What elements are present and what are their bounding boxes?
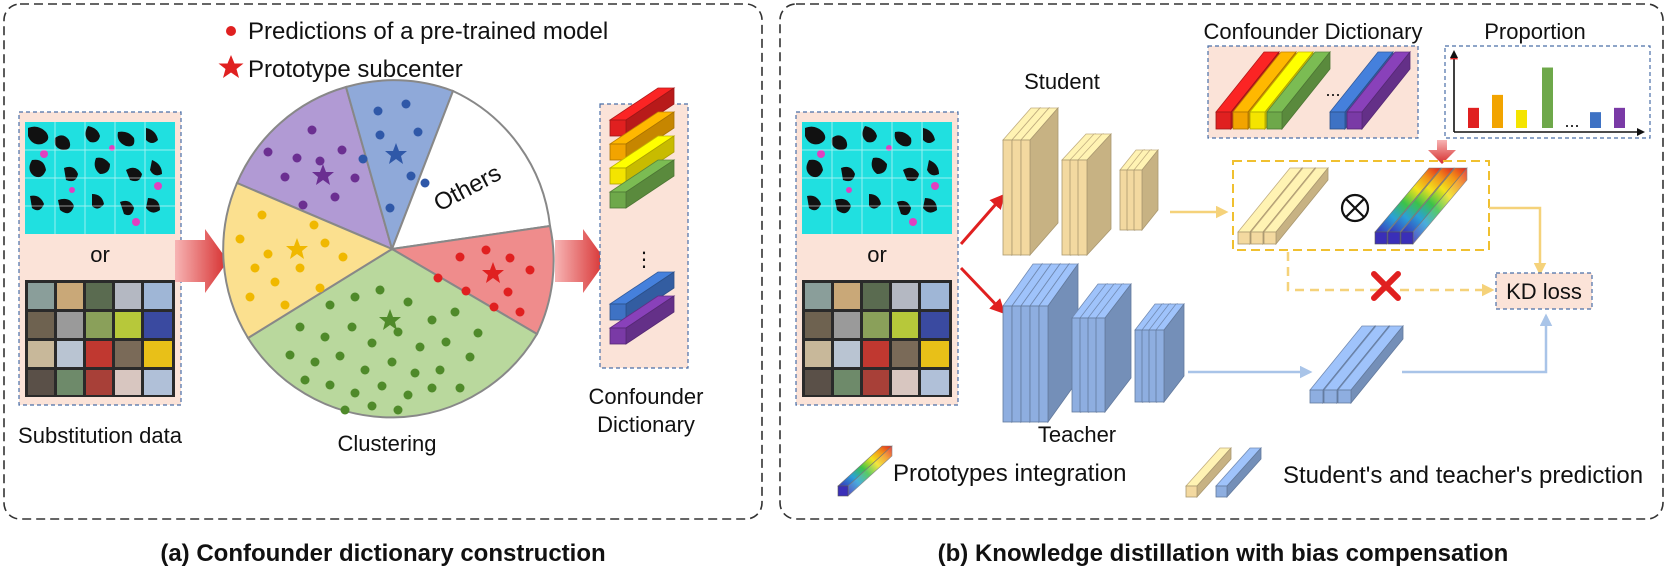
proportion-bars [1468,67,1625,128]
legend-star-label: Prototype subcenter [248,56,463,83]
student-prediction-bar [1263,166,1329,246]
proportion-bar [1542,67,1553,128]
proportion-bar [1492,94,1503,128]
yellow-cluster-points [235,210,348,310]
blocked-path-cross-icon [1371,271,1401,301]
box-to-kd-loss-solid [1489,206,1547,276]
student-label: Student [1024,69,1100,94]
substitution-data-label: Substitution data [18,423,183,448]
box-to-kd-loss-dashed [1286,252,1495,297]
legend-star-marker [218,55,244,78]
legend-integration-icon [837,445,893,497]
green-cluster-points [285,285,483,415]
kd-loss-label: KD loss [1506,279,1582,304]
dict-bar-blue [608,271,676,321]
green-prototype-star [379,309,401,330]
purple-cluster-points [263,125,360,210]
arrow-to-dictionary [555,229,606,293]
dictionary-ellipsis-b: ... [1325,80,1340,100]
dict-bar-red [608,87,676,137]
proportion-bar [1590,112,1601,128]
blue-cluster-points [358,99,430,213]
pie-slice-red [389,224,555,336]
pie-slice-green [246,247,539,419]
legend-prediction-label: Student's and teacher's prediction [1283,462,1643,489]
legend-point-marker [226,26,236,36]
synthetic-images-grid-b [802,122,952,234]
proportion-bar [1614,107,1625,128]
dict-bar-green [608,159,676,209]
teacher-network [1002,262,1185,424]
yellow-prototype-star [286,238,308,259]
teacher-label: Teacher [1038,422,1116,447]
arrow-to-student [959,193,1005,245]
dict-b-bar-green [1266,50,1331,131]
student-layer-3 [1133,148,1159,232]
dictionary-label-a-line2: Dictionary [597,412,695,437]
pie-slice-purple [235,85,394,251]
real-images-grid [25,280,175,397]
proportion-bar [1516,110,1527,128]
student-layer-2 [1077,132,1112,257]
clustering-pie [222,79,555,419]
dict-b-bar-purple [1346,50,1411,131]
pie-slice-blue [344,79,455,253]
proportion-bar [1468,107,1479,128]
teacher-prediction-stack [1309,324,1404,405]
legend-integration-label: Prototypes integration [893,460,1126,487]
arrow-to-teacher [959,266,1006,315]
red-prototype-star [482,262,504,283]
dictionary-title-b: Confounder Dictionary [1204,19,1423,44]
dict-bar-purple [608,295,676,345]
teacher-layer-2 [1095,282,1132,414]
dictionary-bars-a [608,87,676,345]
panel-a-or-label: or [90,242,110,267]
proportion-to-integration-arrow [1428,140,1456,164]
teacher-prediction-to-kd-arrow [1402,313,1553,374]
legend-prediction-icon [1185,446,1262,499]
legend-point-label: Predictions of a pre-trained model [248,18,608,45]
proportion-title: Proportion [1484,19,1586,44]
panel-b-or-label: or [867,242,887,267]
proportion-y-arrow-head [1450,50,1458,58]
dictionary-ellipsis-a: ⋮ [634,249,654,271]
pie-slice-yellow [222,181,395,340]
prototype-integration-bar [1400,167,1468,245]
student-network [1002,106,1159,257]
teacher-layer-1 [1038,262,1079,424]
pie-slice-others [390,89,552,251]
arrow-to-clustering [175,229,228,293]
dict-bar-yellow [608,135,676,185]
student-prediction-stack [1237,166,1329,246]
prototype-integration-stack [1374,167,1468,245]
dictionary-label-a-line1: Confounder [589,384,704,409]
legend-teacher-bar [1215,446,1262,499]
clustering-label: Clustering [337,431,436,456]
red-cluster-points [433,245,535,317]
synthetic-images-grid [25,122,175,234]
dictionary-bars-b [1215,50,1411,131]
legend-student-bar [1185,446,1232,499]
panel-b-frame [779,3,1664,520]
otimes-symbol [1340,193,1370,223]
kd-loss-box [1495,272,1593,310]
real-images-grid-b [802,280,952,397]
proportion-ellipsis: ... [1564,111,1579,131]
caption-a: (a) Confounder dictionary construction [160,540,605,567]
student-layer-1 [1020,106,1059,257]
purple-prototype-star [312,164,334,185]
bias-compensation-box [1232,160,1490,251]
teacher-prediction-bar [1337,324,1404,405]
caption-b: (b) Knowledge distillation with bias com… [938,540,1509,567]
teacher-layer-3 [1155,302,1185,404]
blue-prototype-star [385,143,407,164]
dict-bar-orange [608,111,676,161]
proportion-x-arrow-head [1637,128,1645,136]
